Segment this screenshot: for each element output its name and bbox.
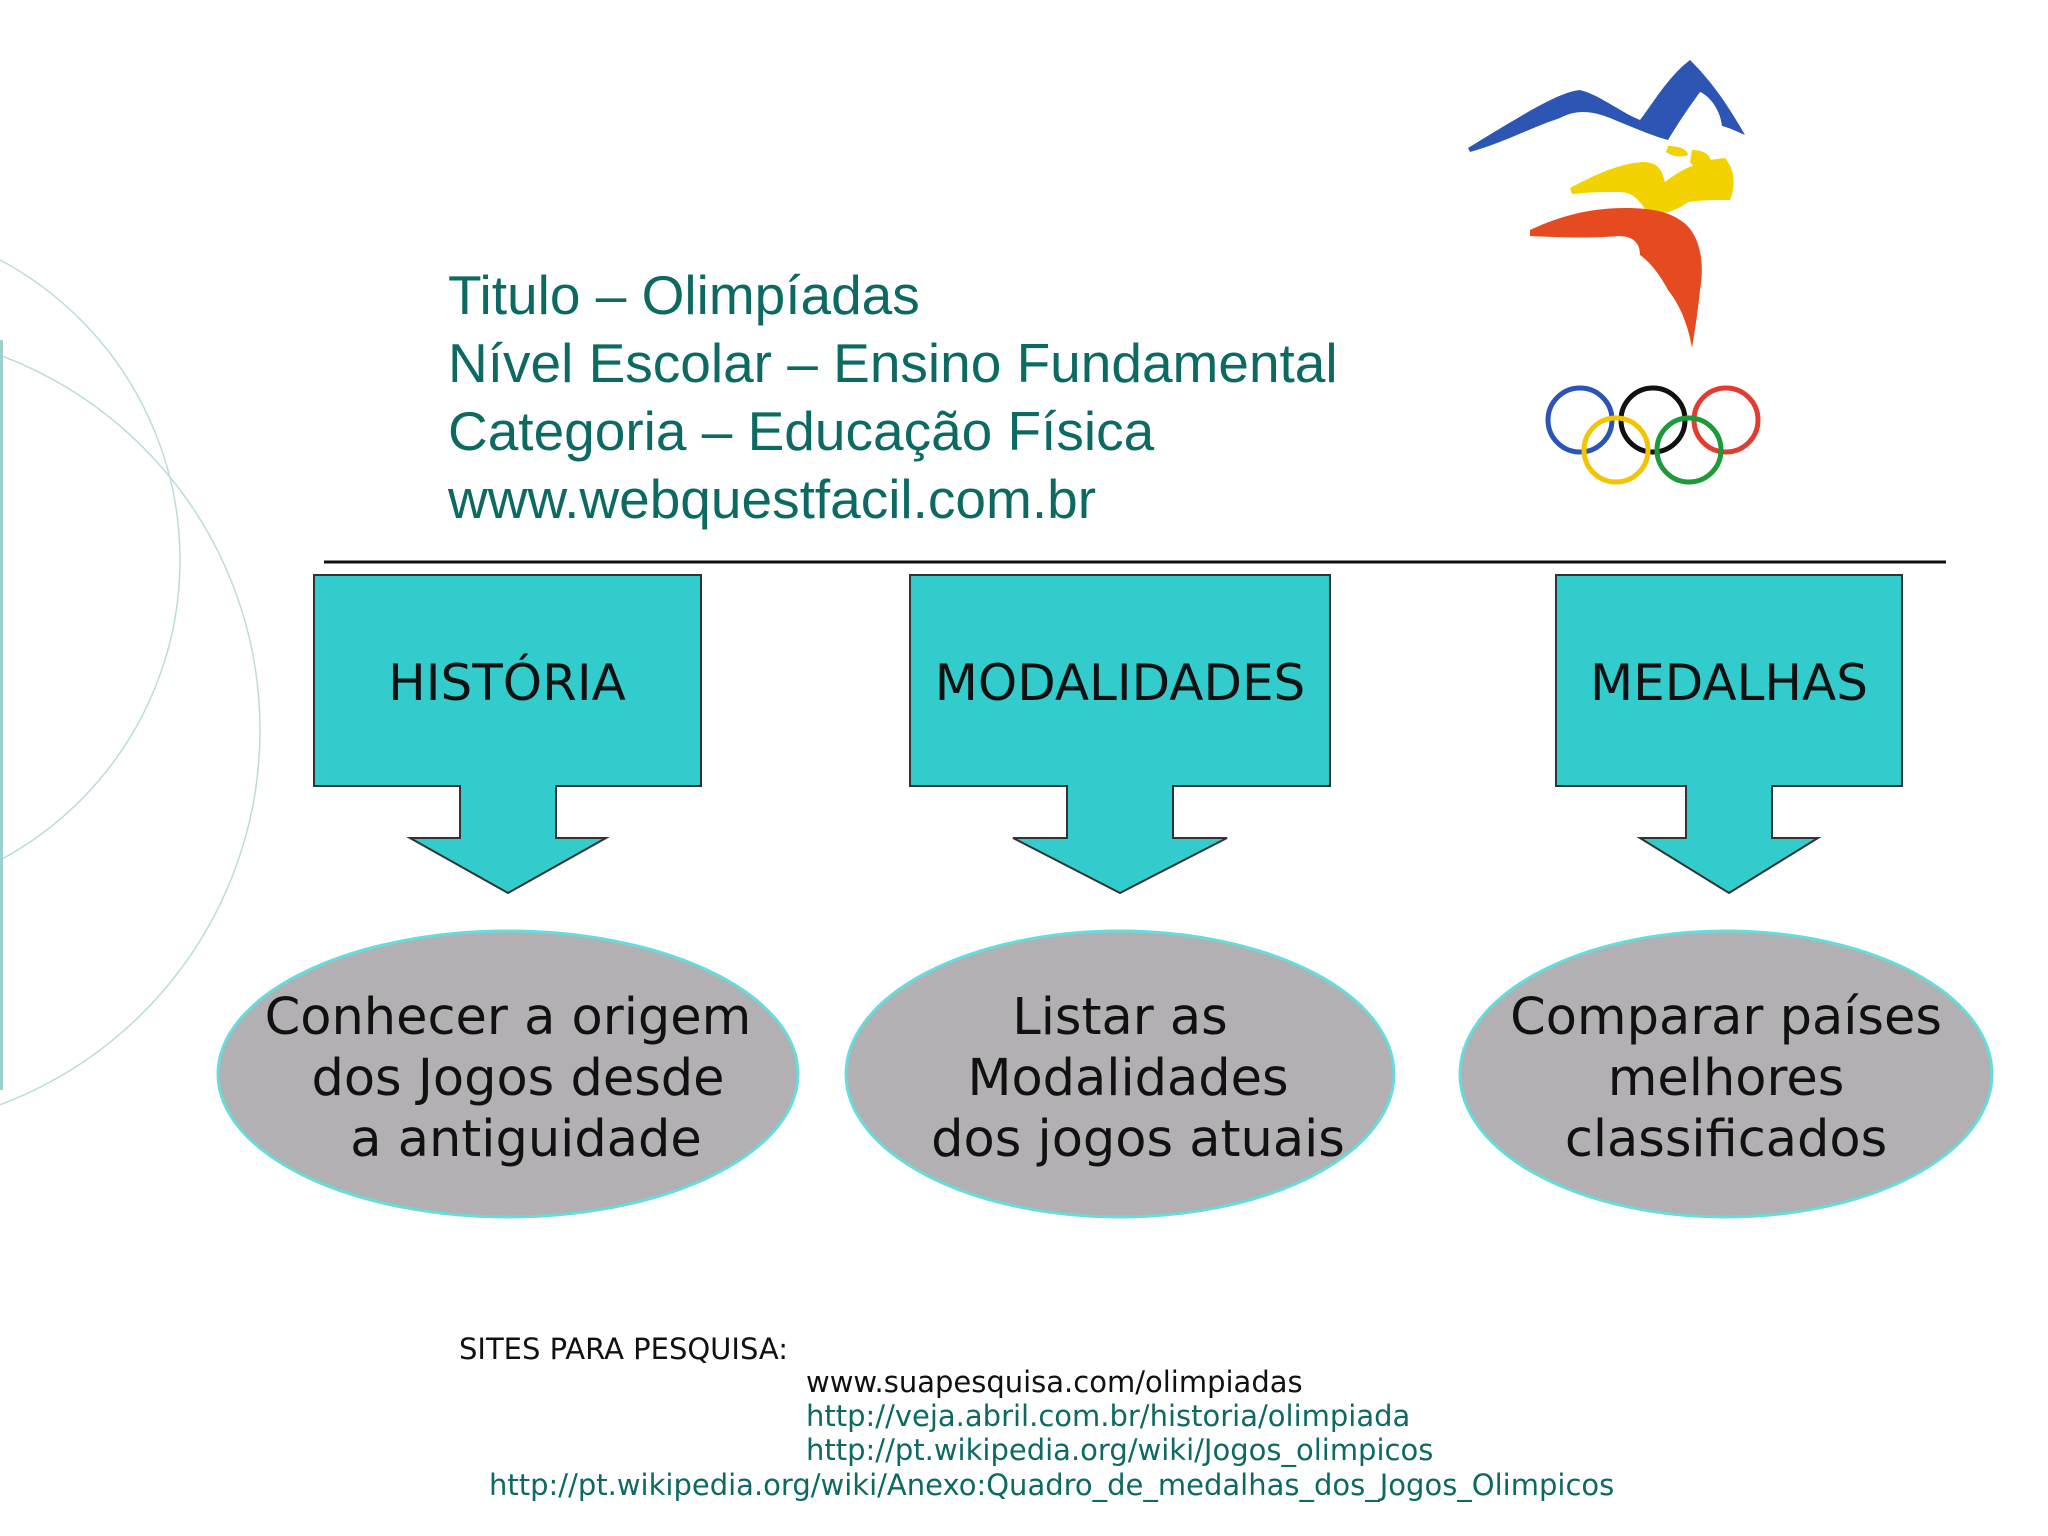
historia-oval-line-2: dos Jogos desde	[311, 1049, 724, 1108]
site-link-wikipedia-jogos[interactable]: http://pt.wikipedia.org/wiki/Jogos_olimp…	[806, 1433, 1433, 1467]
header-url: www.webquestfacil.com.br	[447, 468, 1096, 530]
column-medalhas: MEDALHAS Comparar países melhores classi…	[1458, 574, 1994, 1219]
header-category: Categoria – Educação Física	[448, 400, 1155, 462]
medalhas-oval-line-2: melhores	[1608, 1049, 1845, 1108]
modalidades-arrow-box	[909, 574, 1331, 895]
site-link-suapesquisa[interactable]: www.suapesquisa.com/olimpiadas	[806, 1365, 1303, 1399]
medalhas-box-label: MEDALHAS	[1590, 654, 1868, 712]
historia-arrow-box	[313, 574, 702, 895]
historia-oval	[216, 929, 800, 1219]
site-link-wikipedia-medalhas[interactable]: http://pt.wikipedia.org/wiki/Anexo:Quadr…	[489, 1468, 1614, 1502]
medalhas-oval-line-1: Comparar países	[1510, 988, 1942, 1047]
header-title: Titulo – Olimpíadas	[448, 264, 920, 326]
header-level: Nível Escolar – Ensino Fundamental	[448, 332, 1338, 394]
column-historia: HISTÓRIA Conhecer a origem dos Jogos des…	[216, 574, 800, 1219]
sites-title: SITES PARA PESQUISA:	[459, 1332, 788, 1366]
site-link-veja[interactable]: http://veja.abril.com.br/historia/olimpi…	[806, 1399, 1410, 1433]
background-arcs	[0, 259, 261, 1106]
modalidades-box-label: MODALIDADES	[935, 654, 1306, 712]
left-edge-line	[0, 340, 3, 1090]
modalidades-oval-line-1: Listar as	[1012, 988, 1227, 1047]
modalidades-oval	[844, 929, 1396, 1219]
modalidades-oval-line-3: dos jogos atuais	[931, 1110, 1345, 1169]
olympic-torch-figure-and-rings-icon	[1468, 60, 1761, 485]
historia-oval-line-1: Conhecer a origem	[265, 988, 752, 1047]
medalhas-arrow-box	[1555, 574, 1903, 895]
medalhas-oval-line-3: classificados	[1565, 1110, 1887, 1169]
research-sites: SITES PARA PESQUISA: www.suapesquisa.com…	[459, 1332, 1614, 1502]
medalhas-oval	[1458, 929, 1994, 1219]
historia-oval-line-3: a antiguidade	[350, 1110, 701, 1169]
column-modalidades: MODALIDADES Listar as Modalidades dos jo…	[844, 574, 1396, 1219]
modalidades-oval-line-2: Modalidades	[967, 1049, 1288, 1108]
historia-box-label: HISTÓRIA	[388, 653, 626, 712]
